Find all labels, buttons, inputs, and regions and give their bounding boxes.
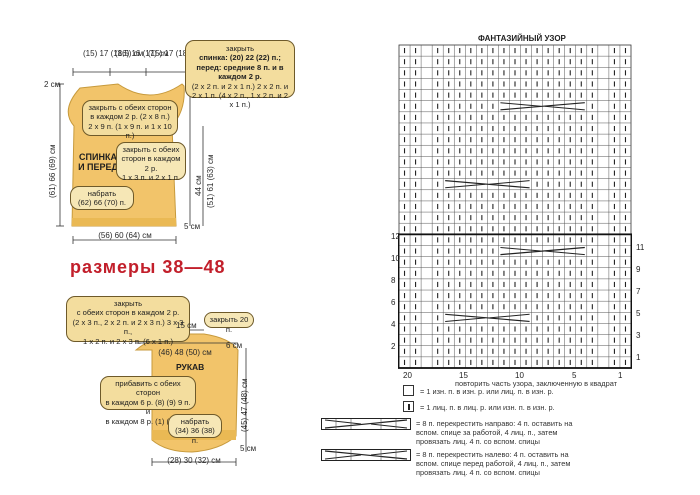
body-top-width-right: (15) 17 (18,5) см [148, 49, 209, 58]
sleeve-rib-5cm: 5 см [240, 444, 257, 453]
row-right-5: 5 [636, 309, 641, 318]
row-left-8: 8 [391, 276, 396, 285]
row-left-12: 12 [391, 232, 400, 241]
sleeve-label: РУКАВ [176, 362, 205, 372]
legend-cross-left-symbol [321, 449, 411, 461]
x-number-5: 5 [572, 371, 577, 380]
row-right-11: 11 [636, 243, 645, 252]
sleeve-top-15cm: 15 см [176, 321, 197, 330]
legend-text-cross-right: = 8 п. перекрестить направо: 4 п. остави… [416, 419, 573, 446]
legend-text-cross-left: = 8 п. перекрестить налево: 4 п. оставит… [416, 450, 571, 477]
legend-empty-symbol [403, 385, 414, 396]
row-left-6: 6 [391, 298, 396, 307]
body-side-height: (51) 61 (63) см [206, 154, 215, 208]
legend-cross-right-symbol [321, 418, 411, 430]
sleeve-cap-6cm: 6 см [226, 341, 243, 350]
legend-text-purl: = 1 изн. п. в изн. р. или лиц. п. в изн.… [420, 387, 554, 396]
sleeve-cast-on-note: набрать (34) 36 (38) п. [168, 414, 222, 445]
body-side-height-44: 44 см [194, 175, 203, 196]
body-piece-label: СПИНКА И ПЕРЕД [78, 152, 118, 172]
body-top-width-mid: (16) 16 (17) см [115, 49, 169, 58]
armhole-note: закрыть с обеих сторон в каждом 2 р. (2 … [82, 100, 178, 140]
sleeve-height: (45) 47 (48) см [240, 378, 249, 432]
row-right-3: 3 [636, 331, 641, 340]
body-total-height: (61) 66 (69) см [48, 144, 57, 198]
body-cast-on-note: набрать (62) 66 (70) п. [70, 186, 134, 210]
sleeve-cap-note: закрыть с обеих сторон в каждом 2 р. (2 … [66, 296, 190, 346]
sleeve-upper-width: (46) 48 (50) см [158, 348, 212, 357]
legend-bar-symbol [403, 401, 414, 412]
sleeve-close-note: закрыть 20 п. [204, 312, 254, 334]
x-number-1: 1 [618, 371, 623, 380]
legend-text-knit: = 1 лиц. п. в лиц. р. или изн. п. в изн.… [420, 403, 555, 412]
neckline-note: закрыть спинка: (20) 22 (22) п.; перед: … [185, 40, 295, 109]
repeat-caption: повторить часть узора, заключенную в ква… [455, 379, 618, 388]
shoulder-2cm-label: 2 см [44, 80, 61, 89]
row-left-4: 4 [391, 320, 396, 329]
body-rib-5cm: 5 см [184, 222, 201, 231]
body-bottom-width: (56) 60 (64) см [98, 231, 152, 240]
row-right-9: 9 [636, 265, 641, 274]
x-number-10: 10 [515, 371, 524, 380]
sleeve-bottom-width: (28) 30 (32) см [167, 456, 221, 465]
pattern-title: ФАНТАЗИЙНЫЙ УЗОР [478, 34, 566, 43]
row-left-10: 10 [391, 254, 400, 263]
body-top-width-left: (15) 17 (18,5) см [83, 49, 144, 58]
row-right-1: 1 [636, 353, 641, 362]
side-shaping-note: закрыть с обеих сторон в каждом 2 р. 1 х… [116, 142, 186, 182]
x-number-20: 20 [403, 371, 412, 380]
pattern-grid [398, 44, 632, 369]
sizes-title: размеры 38—48 [70, 257, 226, 277]
x-number-15: 15 [459, 371, 468, 380]
row-right-7: 7 [636, 287, 641, 296]
row-left-2: 2 [391, 342, 396, 351]
sleeve-increase-note: прибавить с обеих сторон в каждом 6 р. (… [100, 376, 196, 426]
